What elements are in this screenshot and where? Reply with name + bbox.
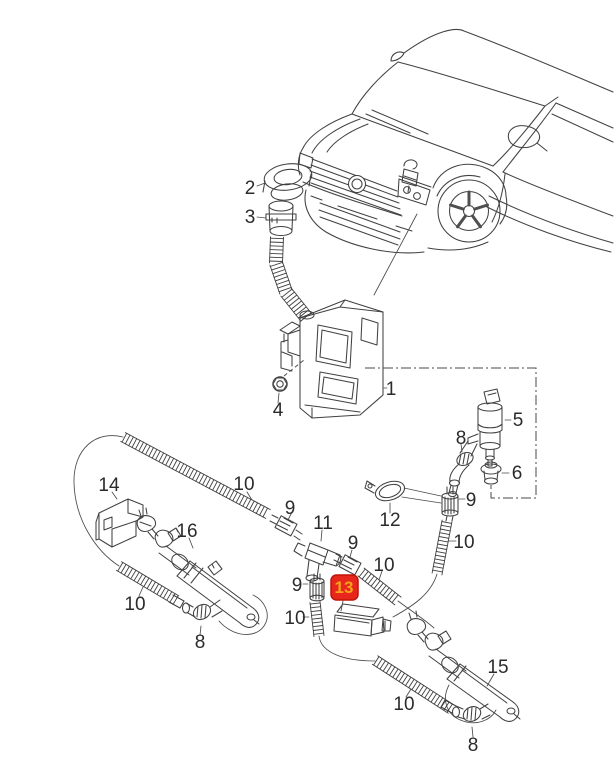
- hose-connector-left-of-tee: [269, 514, 303, 541]
- washer-pump: [467, 388, 503, 467]
- washer-cylinder-right: [406, 610, 521, 724]
- callout-11[interactable]: 11: [313, 513, 333, 534]
- corrugated-hose-lower-right: [371, 655, 455, 714]
- filler-hose: [269, 236, 312, 322]
- corrugated-hose-right: [357, 567, 402, 606]
- hose-connector-right-of-tee: [333, 553, 362, 576]
- car-illustration: [297, 28, 614, 254]
- callout-10-right-hose[interactable]: 10: [373, 555, 394, 576]
- callout-13[interactable]: 13: [335, 578, 354, 597]
- callout-2[interactable]: 2: [245, 178, 256, 199]
- callout-leaders: [111, 182, 512, 738]
- washer-cap: [262, 163, 313, 201]
- callout-5[interactable]: 5: [513, 410, 524, 431]
- elbow-connector-left: [168, 594, 223, 621]
- front-wheel: [437, 179, 501, 243]
- corrugated-hoses: [115, 236, 455, 714]
- hose-connector-pump: [441, 486, 459, 522]
- callout-16[interactable]: 16: [176, 521, 197, 542]
- bracket: [95, 498, 144, 548]
- headlight: [397, 175, 432, 206]
- check-valve: [333, 603, 392, 637]
- callout-1[interactable]: 1: [386, 379, 397, 400]
- callout-8-right-elbow[interactable]: 8: [468, 735, 479, 756]
- side-mirror: [507, 125, 548, 152]
- tubing-lines: [73, 435, 438, 662]
- callout-3[interactable]: 3: [245, 207, 256, 228]
- callout-14[interactable]: 14: [98, 475, 120, 496]
- callout-9-below-tee[interactable]: 9: [292, 575, 303, 596]
- callout-6[interactable]: 6: [512, 463, 523, 484]
- washer-cylinder-left: [136, 507, 268, 635]
- callout-10-upper-left-hose[interactable]: 10: [233, 474, 254, 495]
- corrugated-hose-upper-left: [120, 432, 271, 519]
- hose-connector-below-tee: [309, 573, 325, 602]
- callout-10-pump-hose[interactable]: 10: [453, 532, 474, 553]
- callout-15[interactable]: 15: [487, 657, 508, 678]
- corrugated-hose-lower-left: [115, 561, 180, 605]
- hose-clamp: [364, 480, 442, 504]
- corrugated-hose-pump: [431, 519, 453, 576]
- callout-8-left-elbow[interactable]: 8: [195, 632, 206, 653]
- mounting-nut: [272, 376, 288, 392]
- highlight-marker-13[interactable]: [330, 574, 359, 601]
- callout-9-pump-connector[interactable]: 9: [466, 490, 477, 511]
- callout-10-lower-right-hose[interactable]: 10: [393, 694, 414, 715]
- callout-9-right-of-tee[interactable]: 9: [348, 533, 359, 554]
- grommet: [480, 461, 502, 485]
- callout-4[interactable]: 4: [273, 400, 284, 421]
- in-situ-washer-part: [401, 159, 419, 193]
- callout-10-lower-left-hose[interactable]: 10: [124, 594, 145, 615]
- corrugated-hose-below-tee: [309, 600, 325, 638]
- filler-neck: [265, 200, 297, 237]
- callout-9-left-of-tee[interactable]: 9: [285, 498, 296, 519]
- reservoir-tank: [279, 299, 384, 419]
- elbow-connector-pump: [447, 440, 478, 498]
- callout-8-pump-elbow[interactable]: 8: [456, 428, 467, 449]
- callout-12[interactable]: 12: [379, 510, 400, 531]
- location-leader-line: [373, 213, 418, 296]
- callout-10-vertical-hose[interactable]: 10: [284, 608, 305, 629]
